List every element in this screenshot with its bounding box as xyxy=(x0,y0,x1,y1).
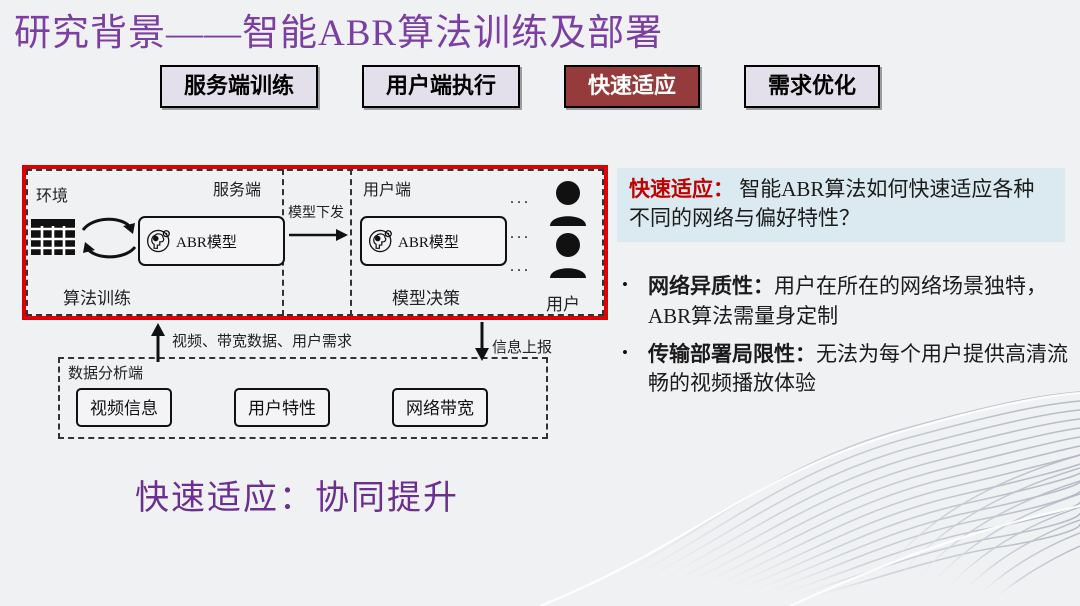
analytics-box-user-profile[interactable]: 用户特性 xyxy=(234,388,330,427)
bidirectional-cycle-arrows-icon xyxy=(81,217,137,259)
chip-client-execution[interactable]: 用户端执行 xyxy=(362,65,521,109)
stage-chip-row: 服务端训练 用户端执行 快速适应 需求优化 xyxy=(160,65,881,109)
analytics-box-video-info[interactable]: 视频信息 xyxy=(76,388,172,427)
bullet-lead-network-heterogeneity: 网络异质性： xyxy=(648,274,774,298)
label-model-deploy: 模型下发 xyxy=(288,206,344,221)
ellipsis-2: ... xyxy=(510,225,531,242)
chip-fast-adaptation[interactable]: 快速适应 xyxy=(564,65,701,109)
architecture-diagram: 环境 服务端 用户端 算法训练 模型决策 用户 xyxy=(0,150,620,450)
highlight-frame xyxy=(22,165,608,320)
database-grid-icon xyxy=(31,219,75,255)
caption-algorithm-training: 算法训练 xyxy=(63,289,131,308)
upload-data-arrow xyxy=(151,323,165,362)
label-server: 服务端 xyxy=(213,182,262,199)
analytics-platform-label: 数据分析端 xyxy=(68,366,144,382)
ellipsis-1: ... xyxy=(510,190,531,207)
brain-head-ai-icon xyxy=(146,229,170,253)
fast-adaptation-callout: 快速适应： 智能ABR算法如何快速适应各种不同的网络与偏好特性？ xyxy=(617,168,1065,242)
user-person-icon xyxy=(550,233,586,278)
system-boundary-dashed xyxy=(26,169,604,316)
caption-users: 用户 xyxy=(546,295,580,314)
callout-text: 智能ABR算法如何快速适应各种不同的网络与偏好特性？ xyxy=(629,177,1035,230)
label-environment: 环境 xyxy=(36,188,69,205)
page-title: 研究背景——智能ABR算法训练及部署 xyxy=(14,13,664,54)
divider-link-client xyxy=(350,169,352,316)
label-client: 用户端 xyxy=(363,182,412,199)
bullet-lead-deployment-limitation: 传输部署局限性： xyxy=(648,341,816,366)
brain-head-ai-icon xyxy=(368,229,392,253)
footer-tagline: 快速适应：协同提升 xyxy=(135,480,459,517)
client-abr-model-box[interactable]: ABR模型 xyxy=(360,216,507,266)
list-item: • 传输部署局限性：无法为每个用户提供高清流畅的视频播放体验 xyxy=(617,340,1072,400)
bullet-text-network-heterogeneity: 用户在所在的网络场景独特，ABR算法需量身定制 xyxy=(648,274,1047,328)
label-upload-data: 视频、带宽数据、用户需求 xyxy=(172,334,353,350)
chip-demand-optimization[interactable]: 需求优化 xyxy=(744,65,881,109)
ellipsis-3: ... xyxy=(510,258,531,275)
user-person-icon xyxy=(550,181,586,226)
challenge-bullet-list: • 网络异质性：用户在所在的网络场景独特，ABR算法需量身定制 • 传输部署局限… xyxy=(617,272,1072,407)
server-abr-model-box[interactable]: ABR模型 xyxy=(138,216,285,266)
analytics-box-network-bandwidth[interactable]: 网络带宽 xyxy=(392,388,488,427)
client-abr-model-label: ABR模型 xyxy=(398,234,459,251)
chip-server-training[interactable]: 服务端训练 xyxy=(160,65,319,109)
caption-model-decision: 模型决策 xyxy=(392,289,460,308)
server-abr-model-label: ABR模型 xyxy=(176,234,237,251)
label-report-info: 信息上报 xyxy=(492,340,553,356)
list-item: • 网络异质性：用户在所在的网络场景独特，ABR算法需量身定制 xyxy=(617,272,1072,332)
bullet-marker: • xyxy=(622,275,628,294)
model-deploy-arrow xyxy=(289,229,348,241)
callout-lead: 快速适应： xyxy=(629,177,734,201)
bullet-marker: • xyxy=(622,342,628,362)
bullet-text-deployment-limitation: 无法为每个用户提供高清流畅的视频播放体验 xyxy=(648,341,1068,396)
report-info-arrow xyxy=(475,322,489,361)
